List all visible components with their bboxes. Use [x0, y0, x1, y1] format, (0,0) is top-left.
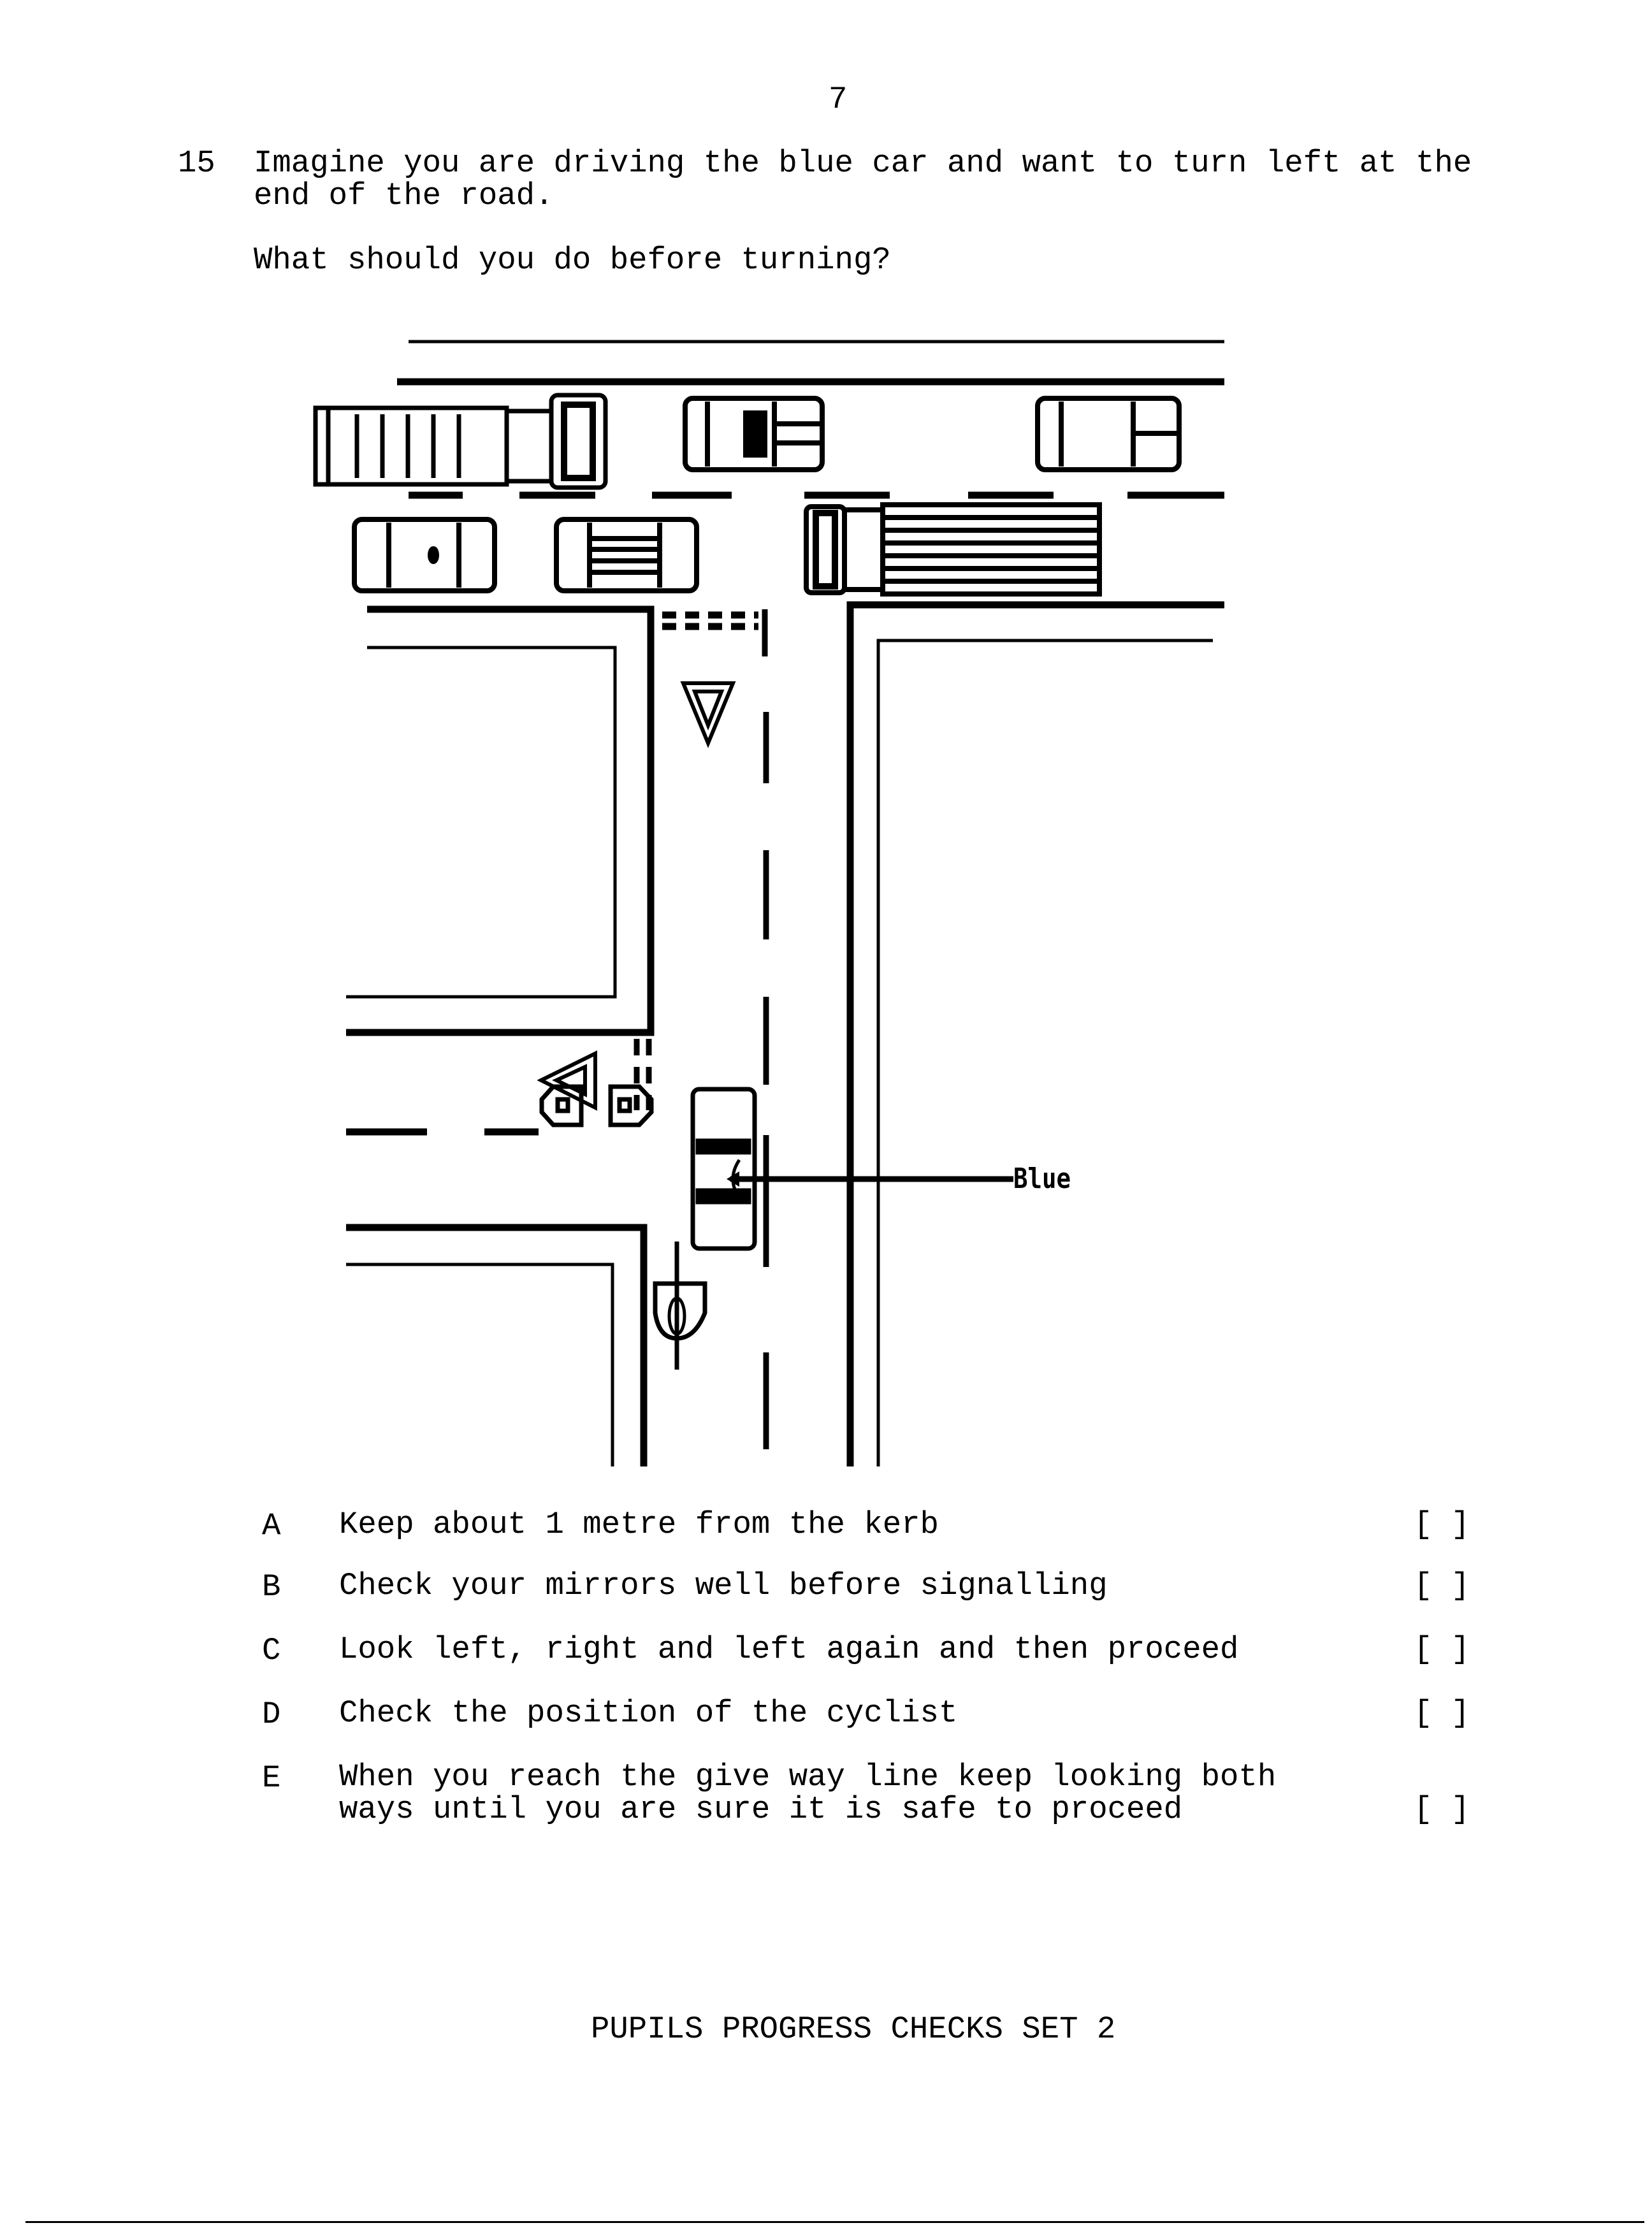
blue-car-label: Blue — [1013, 1162, 1071, 1195]
give-way-triangle-marking — [680, 681, 736, 748]
question-number: 15 — [178, 145, 215, 181]
footer-title: PUPILS PROGRESS CHECKS SET 2 — [591, 2011, 1116, 2047]
lorry-top-left — [313, 393, 608, 490]
give-way-line-top — [662, 611, 758, 630]
left-upper-kerb — [346, 605, 655, 1036]
car-lower-left-2 — [554, 517, 699, 593]
car-top-middle — [683, 396, 825, 472]
option-a-checkbox[interactable]: [ ] — [1414, 1507, 1470, 1542]
right-pavement-edge — [876, 639, 1213, 1466]
option-d-letter: D — [262, 1697, 281, 1732]
page-bottom-rule — [25, 2221, 1644, 2223]
option-a-letter: A — [262, 1508, 281, 1544]
right-kerb — [846, 601, 1224, 1466]
option-d-checkbox[interactable]: [ ] — [1414, 1695, 1470, 1731]
option-b-letter: B — [262, 1569, 281, 1605]
option-c-text: Look left, right and left again and then… — [339, 1632, 1239, 1667]
left-lower-kerb — [346, 1224, 648, 1466]
pedestrian-bollard-2 — [608, 1084, 654, 1127]
car-lower-left-1 — [352, 517, 497, 593]
give-way-line-left — [634, 1039, 652, 1110]
option-b-text: Check your mirrors well before signallin… — [339, 1568, 1108, 1604]
option-c-letter: C — [262, 1633, 281, 1669]
option-d-text: Check the position of the cyclist — [339, 1695, 958, 1731]
lorry-lower-right — [804, 502, 1102, 597]
question-prompt: What should you do before turning? — [254, 242, 891, 278]
car-top-right — [1035, 396, 1182, 472]
option-c-checkbox[interactable]: [ ] — [1414, 1632, 1470, 1667]
arrow-head-icon — [727, 1171, 739, 1187]
blue-car — [690, 1087, 757, 1251]
left-lower-pavement-edge — [346, 1263, 614, 1466]
left-upper-pavement-edge — [346, 646, 617, 999]
cyclist — [653, 1242, 707, 1370]
option-e-text-line-2: ways until you are sure it is safe to pr… — [339, 1792, 1183, 1827]
question-text-line-1: Imagine you are driving the blue car and… — [254, 145, 1472, 181]
option-e-text-line-1: When you reach the give way line keep lo… — [339, 1759, 1277, 1795]
option-a-text: Keep about 1 metre from the kerb — [339, 1507, 939, 1542]
page-number: 7 — [829, 82, 848, 117]
pedestrian-bollard-1 — [539, 1084, 584, 1127]
option-e-letter: E — [262, 1760, 281, 1796]
option-b-checkbox[interactable]: [ ] — [1414, 1568, 1470, 1604]
option-e-checkbox[interactable]: [ ] — [1414, 1792, 1470, 1827]
question-text-line-2: end of the road. — [254, 178, 554, 214]
